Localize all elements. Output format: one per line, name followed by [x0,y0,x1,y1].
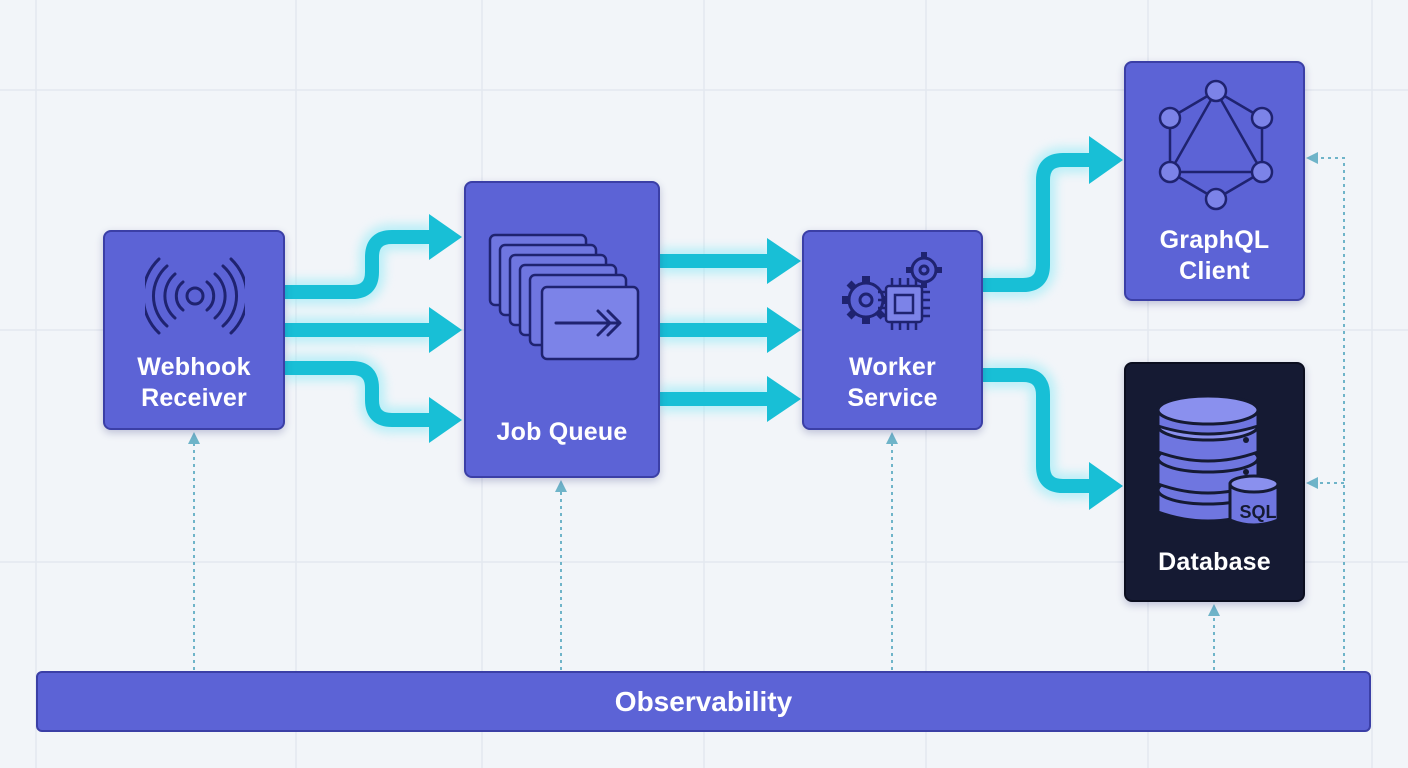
flow-worker-to-database [983,368,1092,493]
flow-arrowheads [429,136,1123,510]
graphql-client-label-line2: Client [1179,257,1250,285]
signal-waves-icon [145,257,245,335]
database-node[interactable]: SQL Database [1124,362,1305,602]
worker-service-node[interactable]: Worker Service [802,230,983,430]
observability-bar[interactable]: Observability [36,671,1371,732]
webhook-receiver-label-line2: Receiver [141,384,247,412]
gears-chip-icon [842,252,942,330]
monitoring-lines [193,157,1345,670]
webhook-receiver-label-line1: Webhook [137,353,251,381]
graphql-client-label-line1: GraphQL [1159,226,1270,254]
graphql-icon [1158,79,1274,211]
job-queue-node[interactable]: Job Queue [464,181,660,478]
stacked-jobs-icon [488,233,640,361]
webhook-receiver-node[interactable]: Webhook Receiver [103,230,285,430]
flow-webhook-to-queue-top [285,230,432,299]
job-queue-label: Job Queue [496,418,628,446]
worker-service-label-line1: Worker [849,353,936,381]
monitoring-arrowheads [188,152,1318,616]
flow-worker-to-graphql [983,153,1092,292]
flow-webhook-to-queue-bottom [285,361,432,427]
flow-arrows [285,153,1092,493]
database-sql-badge: SQL [1239,502,1277,522]
database-icon [1156,394,1280,526]
worker-service-label-line2: Service [847,384,938,412]
graphql-client-node[interactable]: GraphQL Client [1124,61,1305,301]
database-label: Database [1158,548,1271,576]
